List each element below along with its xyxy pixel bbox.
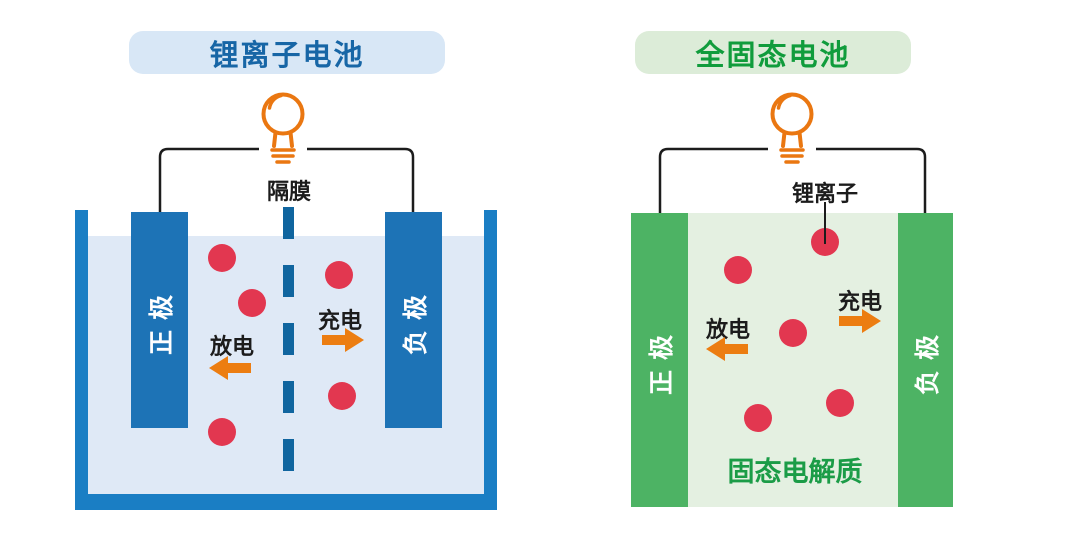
- right-discharge-label: 放电: [705, 317, 751, 342]
- right-positive-electrode-label: 正极: [647, 324, 676, 396]
- lithium-ion-dot: [208, 418, 236, 446]
- left-discharge-label: 放电: [209, 334, 255, 359]
- left-charge-label: 充电: [317, 308, 363, 333]
- solid-state-title: 全固态电池: [695, 39, 851, 72]
- lithium-ion-pointer-line: [824, 202, 826, 244]
- right-charge-arrow-icon: [839, 309, 881, 333]
- lithium-ion-dot: [826, 389, 854, 417]
- lithium-ion-dot: [325, 261, 353, 289]
- left-positive-electrode: 正极: [131, 212, 188, 428]
- lithium-ion-dot: [779, 319, 807, 347]
- solid-state-title-badge: 全固态电池: [635, 31, 911, 74]
- lithium-ion-dot: [208, 244, 236, 272]
- lithium-ion-dot: [724, 256, 752, 284]
- lithium-ion-title-badge: 锂离子电池: [129, 31, 445, 74]
- right-light-bulb-icon: [770, 92, 814, 164]
- lithium-ion-dot: [328, 382, 356, 410]
- separator-label: 隔膜: [266, 179, 312, 204]
- left-light-bulb-icon: [261, 92, 305, 164]
- solid-electrolyte-layer: [688, 213, 898, 507]
- left-negative-electrode-label: 负极: [401, 284, 430, 356]
- lithium-ion-dot: [744, 404, 772, 432]
- lithium-ion-dot: [238, 289, 266, 317]
- separator-dashed-line: [283, 207, 294, 472]
- right-negative-electrode-label: 负极: [913, 324, 942, 396]
- left-discharge-arrow-icon: [209, 356, 251, 380]
- right-discharge-arrow-icon: [706, 337, 748, 361]
- lithium-ion-callout-label: 锂离子: [791, 181, 859, 206]
- left-positive-electrode-label: 正极: [147, 284, 176, 356]
- right-positive-electrode: 正极: [631, 213, 688, 507]
- left-charge-arrow-icon: [322, 328, 364, 352]
- solid-electrolyte-label: 固态电解质: [727, 457, 863, 487]
- solid-state-battery: 正极 负极: [631, 213, 953, 507]
- lithium-ion-title: 锂离子电池: [209, 39, 365, 72]
- right-negative-electrode: 负极: [898, 213, 953, 507]
- right-charge-label: 充电: [837, 289, 883, 314]
- left-negative-electrode: 负极: [385, 212, 442, 428]
